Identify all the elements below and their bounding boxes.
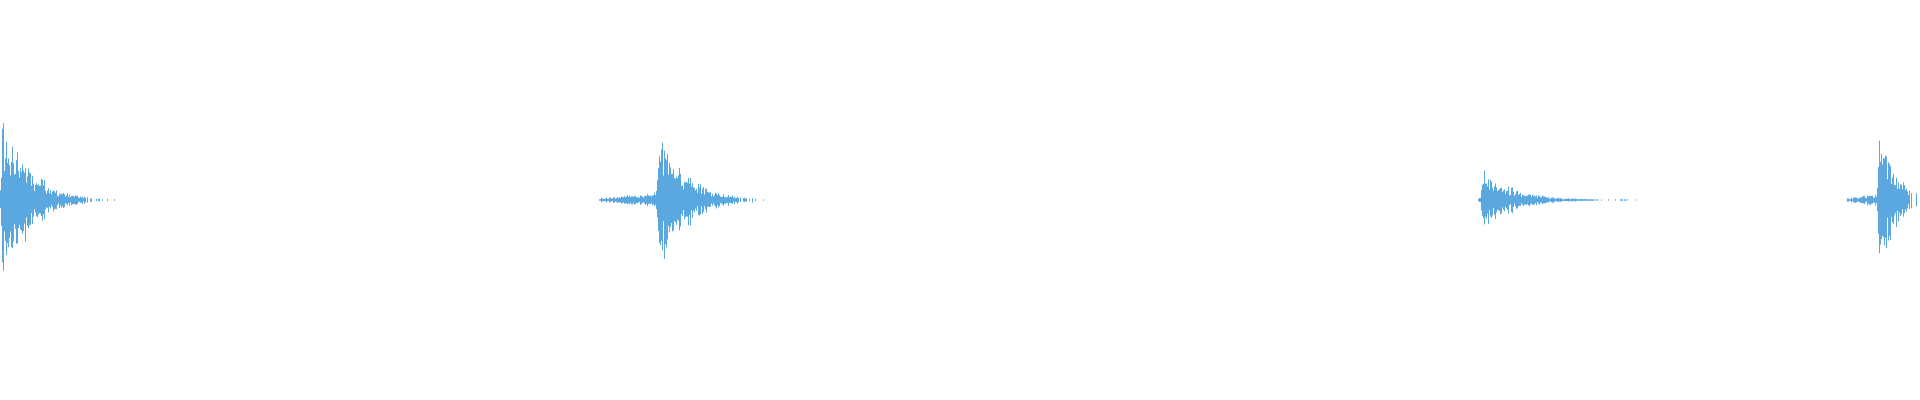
waveform-burst-path	[1847, 140, 1920, 254]
waveform-burst	[1478, 170, 1637, 225]
waveform-burst-path	[599, 142, 764, 259]
waveform-burst-path	[0, 123, 115, 271]
waveform-burst	[1847, 140, 1920, 254]
waveform-burst	[599, 142, 764, 259]
waveform-burst-path	[1478, 170, 1637, 225]
waveform-burst	[0, 123, 115, 271]
